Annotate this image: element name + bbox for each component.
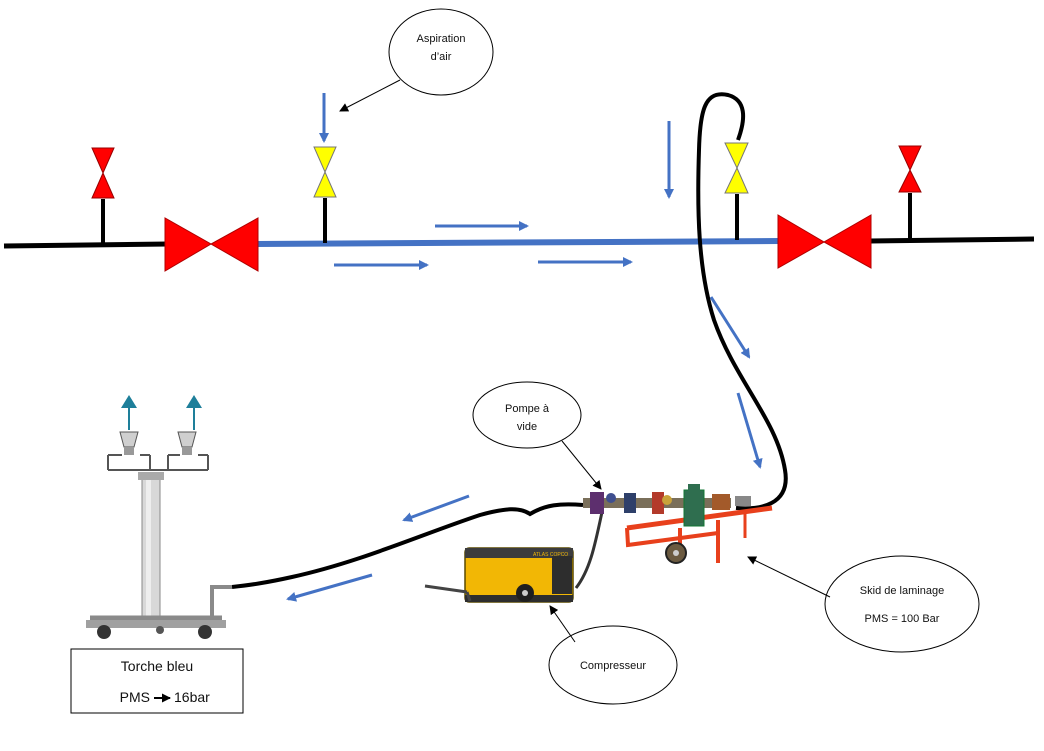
pipeline-right-section — [869, 236, 1035, 244]
air-compressor-icon: ATLAS COPCO — [424, 547, 574, 603]
hose-to-torch — [231, 502, 584, 589]
gate-valve-icon — [164, 217, 259, 272]
callout-skid-line2: PMS = 100 Bar — [865, 613, 940, 625]
callout-pompe-line1: Pompe à — [505, 403, 550, 415]
callout-compresseur: Compresseur — [548, 605, 678, 705]
compressor-brand: ATLAS COPCO — [533, 552, 568, 558]
callout-compresseur-label: Compresseur — [580, 660, 646, 672]
hose-to-skid — [696, 92, 788, 511]
pipeline-isolated-section — [255, 238, 781, 247]
flow-arrow-icon — [402, 494, 470, 522]
vent-valve-icon — [313, 146, 337, 243]
callout-aspiration-line2: d’air — [431, 51, 452, 63]
vent-valve-icon — [724, 142, 749, 240]
flow-arrow-icon — [286, 573, 373, 602]
flow-arrow-icon — [736, 392, 763, 469]
compressor-hose — [574, 511, 604, 589]
callout-skid: Skid de laminage PMS = 100 Bar — [747, 555, 980, 653]
callout-aspiration: Aspiration d’air — [339, 8, 494, 112]
callout-pompe-a-vide: Pompe à vide — [472, 381, 602, 490]
vent-valve-icon — [91, 147, 115, 244]
flare-torch-icon — [86, 395, 232, 639]
callout-aspiration-line1: Aspiration — [417, 33, 466, 45]
callout-skid-line1: Skid de laminage — [860, 585, 944, 597]
vent-valve-icon — [898, 145, 922, 238]
pressure-reduction-skid-icon — [583, 484, 773, 564]
callout-pompe-line2: vide — [517, 421, 537, 433]
pipeline-left-section — [3, 241, 169, 249]
torch-label-box: Torche bleu PMS 16bar — [70, 648, 244, 714]
pipeline — [3, 236, 1035, 249]
flow-arrow-icon — [709, 296, 751, 359]
torch-title: Torche bleu — [121, 658, 193, 674]
torch-pms-label: PMS — [120, 689, 150, 705]
torch-pms-value: 16bar — [174, 689, 210, 705]
flow-arrows — [286, 93, 763, 602]
gate-valve-icon — [777, 214, 872, 269]
